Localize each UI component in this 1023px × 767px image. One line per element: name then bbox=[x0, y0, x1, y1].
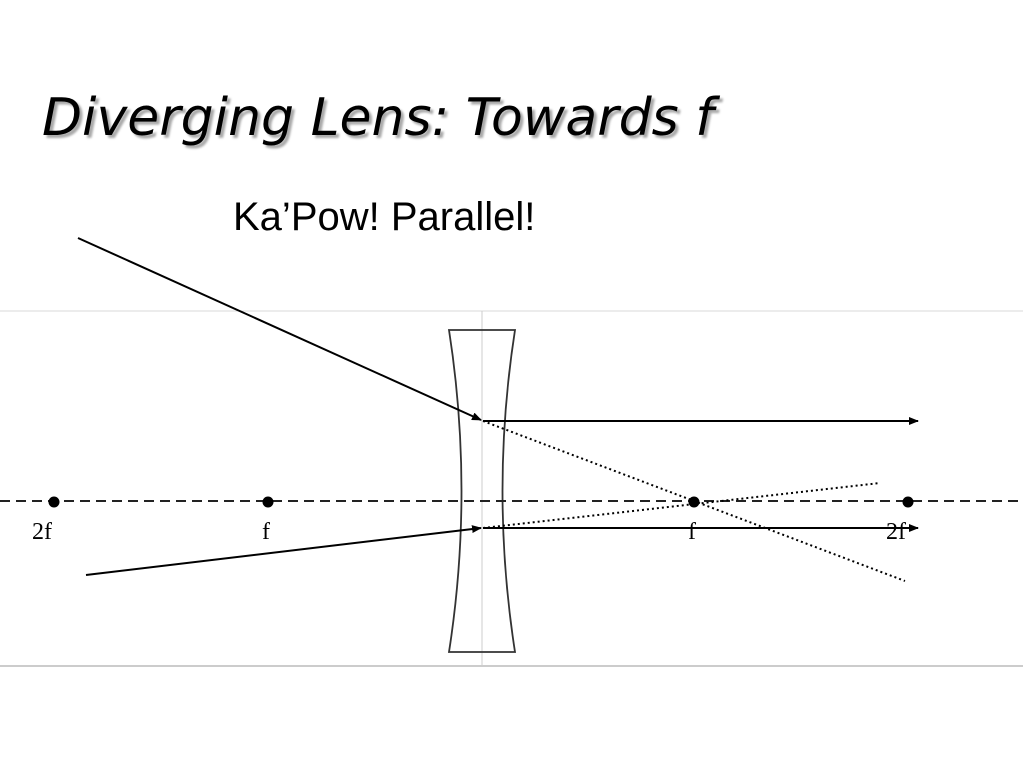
label-f-left: f bbox=[262, 519, 270, 545]
incident-ray-top bbox=[77, 237, 482, 421]
point-f-left bbox=[262, 496, 274, 508]
point-2f-right bbox=[902, 496, 914, 508]
extension-ray-bottom bbox=[482, 482, 881, 529]
incident-ray-bottom bbox=[85, 525, 482, 576]
extension-ray-top bbox=[482, 420, 906, 582]
label-f-right: f bbox=[688, 519, 696, 545]
label-2f-left: 2f bbox=[32, 519, 52, 545]
slide-title: Diverging Lens: Towards f bbox=[42, 88, 714, 148]
slide-subtitle: Ka’Pow! Parallel! bbox=[233, 195, 536, 239]
label-2f-right: 2f bbox=[886, 519, 906, 545]
point-2f-left bbox=[48, 496, 60, 508]
